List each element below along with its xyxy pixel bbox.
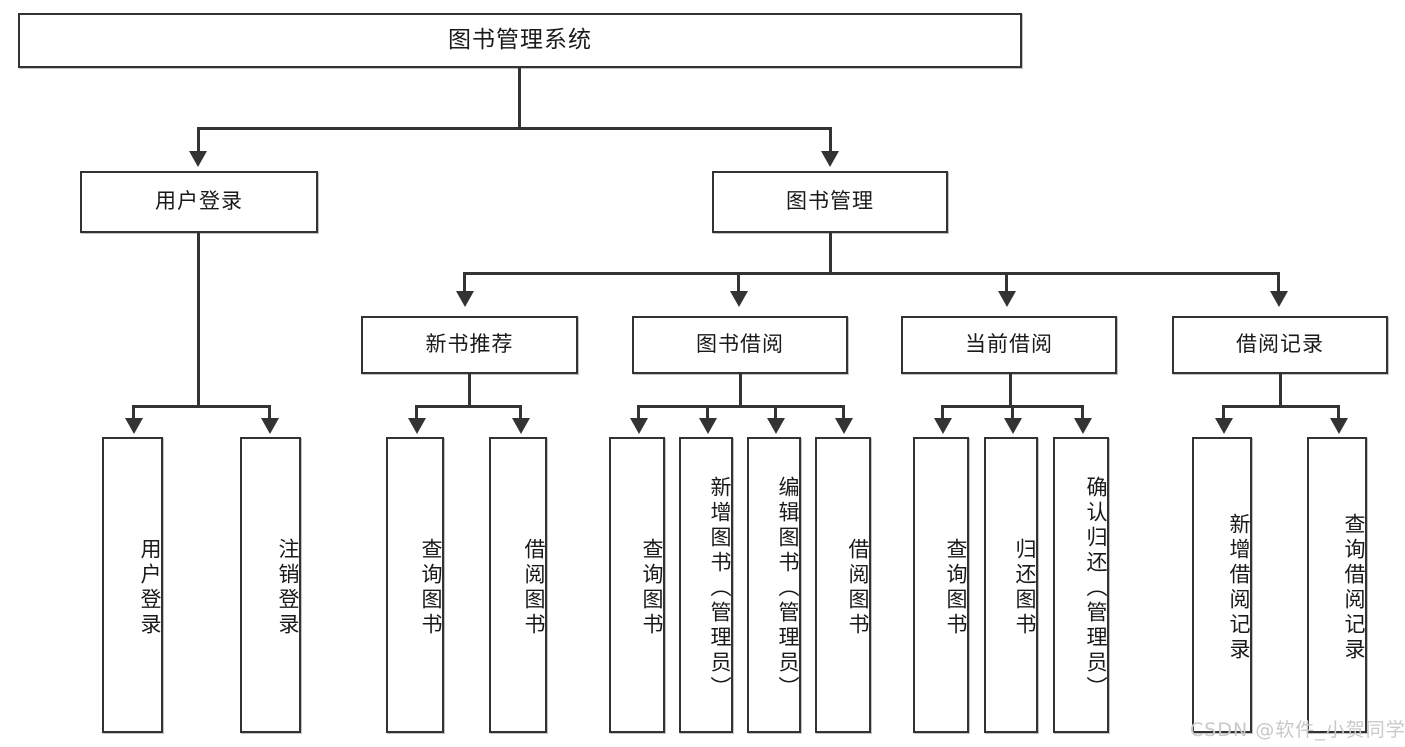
edge-drop-current-borrow [1005, 272, 1008, 294]
node-label: 编辑图书（管理员） [776, 475, 800, 701]
arrow-down-icon [261, 418, 279, 434]
edge-drop-leaf [1337, 405, 1340, 421]
edge-drop-user-login [197, 127, 200, 153]
node-leaf-query-book-1[interactable]: 查询图书 [386, 437, 444, 733]
node-label: 新增借阅记录 [1227, 513, 1251, 663]
edge-drop-leaf [519, 405, 522, 421]
edge-drop-book-management [829, 127, 832, 153]
node-label: 查询图书 [640, 538, 664, 638]
node-label: 当前借阅 [965, 332, 1053, 357]
edge-level2-bus [463, 272, 1280, 275]
arrow-down-icon [189, 151, 207, 167]
node-leaf-add-record[interactable]: 新增借阅记录 [1192, 437, 1252, 733]
node-label: 用户登录 [138, 538, 162, 638]
node-leaf-borrow-book-2[interactable]: 借阅图书 [815, 437, 871, 733]
edge-root-stem [518, 68, 521, 127]
arrow-down-icon [512, 418, 530, 434]
edge-book-management-stem [829, 233, 832, 272]
edge-drop-leaf [637, 405, 640, 421]
node-leaf-query-book-2[interactable]: 查询图书 [609, 437, 665, 733]
edge-borrow-record-bus [1222, 405, 1337, 408]
node-leaf-user-login[interactable]: 用户登录 [102, 437, 163, 733]
node-leaf-user-logout[interactable]: 注销登录 [240, 437, 301, 733]
arrow-down-icon [1215, 418, 1233, 434]
node-leaf-borrow-book-1[interactable]: 借阅图书 [489, 437, 547, 733]
node-label: 新增图书（管理员） [708, 475, 732, 701]
node-root-book-management-system[interactable]: 图书管理系统 [18, 13, 1022, 68]
edge-drop-book-borrow [737, 272, 740, 294]
node-label: 查询图书 [944, 538, 968, 638]
arrow-down-icon [934, 418, 952, 434]
edge-drop-leaf [842, 405, 845, 421]
watermark-csdn: CSDN @软件_小贺同学 [1190, 719, 1405, 741]
node-label: 图书借阅 [696, 332, 784, 357]
edge-drop-new-book-recommend [463, 272, 466, 294]
node-label: 新书推荐 [425, 332, 514, 357]
arrow-down-icon [408, 418, 426, 434]
edge-new-book-recommend-bus [415, 405, 522, 408]
edge-book-borrow-bus [637, 405, 844, 408]
node-leaf-add-book[interactable]: 新增图书（管理员） [679, 437, 733, 733]
edge-current-borrow-stem [1009, 374, 1012, 405]
edge-drop-leaf [415, 405, 418, 421]
node-label: 查询图书 [419, 538, 443, 638]
node-user-login[interactable]: 用户登录 [80, 171, 318, 233]
edge-drop-leaf [941, 405, 944, 421]
arrow-down-icon [1004, 418, 1022, 434]
edge-drop-leaf-user-logout [268, 405, 271, 421]
node-borrow-record[interactable]: 借阅记录 [1172, 316, 1388, 374]
edge-drop-leaf [1081, 405, 1084, 421]
node-label: 图书管理系统 [448, 26, 592, 53]
arrow-down-icon [998, 291, 1016, 307]
node-label: 确认归还（管理员） [1084, 475, 1108, 701]
arrow-down-icon [835, 418, 853, 434]
node-leaf-edit-book[interactable]: 编辑图书（管理员） [747, 437, 801, 733]
arrow-down-icon [630, 418, 648, 434]
edge-drop-leaf [1011, 405, 1014, 421]
arrow-down-icon [125, 418, 143, 434]
node-leaf-confirm-return[interactable]: 确认归还（管理员） [1053, 437, 1109, 733]
edge-drop-leaf [1222, 405, 1225, 421]
edge-borrow-record-stem [1279, 374, 1282, 405]
edge-user-login-stem [197, 233, 200, 405]
node-label: 图书管理 [786, 189, 874, 214]
node-current-borrow[interactable]: 当前借阅 [901, 316, 1117, 374]
edge-drop-leaf [774, 405, 777, 421]
arrow-down-icon [1270, 291, 1288, 307]
node-leaf-query-book-3[interactable]: 查询图书 [913, 437, 969, 733]
edge-drop-borrow-record [1277, 272, 1280, 294]
edge-book-borrow-stem [739, 374, 742, 405]
node-book-borrow[interactable]: 图书借阅 [632, 316, 848, 374]
edge-drop-leaf-user-login [132, 405, 135, 421]
edge-user-login-bus [132, 405, 268, 408]
edge-drop-leaf [706, 405, 709, 421]
node-book-management[interactable]: 图书管理 [712, 171, 948, 233]
node-leaf-query-record[interactable]: 查询借阅记录 [1307, 437, 1367, 733]
arrow-down-icon [730, 291, 748, 307]
arrow-down-icon [1330, 418, 1348, 434]
node-new-book-recommend[interactable]: 新书推荐 [361, 316, 578, 374]
arrow-down-icon [821, 151, 839, 167]
node-label: 借阅图书 [522, 538, 546, 638]
arrow-down-icon [456, 291, 474, 307]
node-label: 注销登录 [276, 538, 300, 638]
arrow-down-icon [767, 418, 785, 434]
node-leaf-return-book[interactable]: 归还图书 [984, 437, 1038, 733]
node-label: 查询借阅记录 [1342, 513, 1366, 663]
node-label: 借阅记录 [1236, 332, 1324, 357]
arrow-down-icon [1074, 418, 1092, 434]
arrow-down-icon [699, 418, 717, 434]
node-label: 归还图书 [1013, 538, 1037, 638]
node-label: 用户登录 [155, 189, 243, 214]
edge-new-book-recommend-stem [468, 374, 471, 405]
node-label: 借阅图书 [846, 538, 870, 638]
edge-root-bus [197, 127, 831, 130]
